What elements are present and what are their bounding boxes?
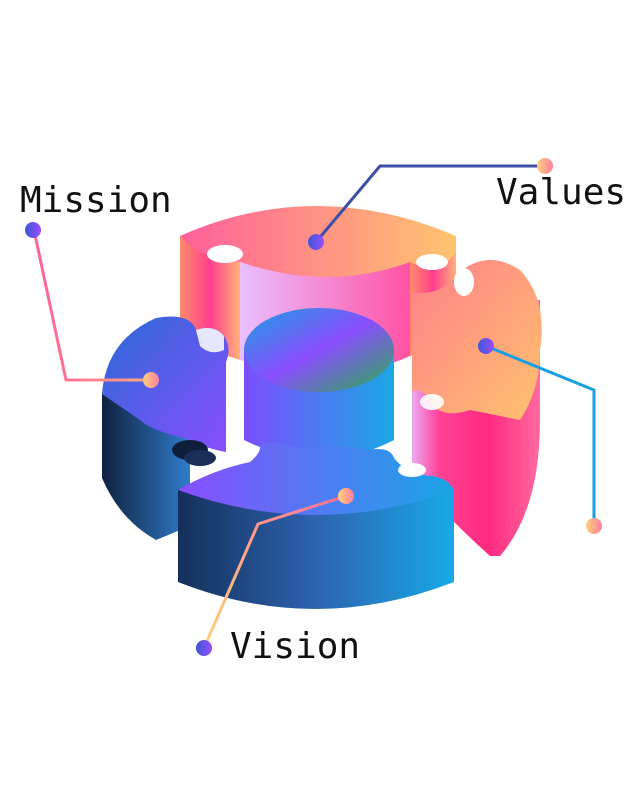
values-label: Values (496, 172, 627, 213)
values-right-leader-line (485, 344, 596, 526)
values-start-dot (308, 234, 324, 250)
vision-front-piece (178, 442, 454, 609)
mission-end-dot (143, 372, 159, 388)
values-end-dot (537, 158, 553, 174)
vision-label: Vision (230, 626, 361, 667)
vision-leader-line (202, 494, 347, 649)
core-cylinder (244, 308, 394, 459)
values-leader-line (314, 164, 544, 243)
mission-start-dot (25, 222, 41, 238)
values-right-end-dot (586, 518, 602, 534)
values-right-start-dot (478, 338, 494, 354)
vision-start-dot (196, 640, 212, 656)
vision-end-dot (338, 488, 354, 504)
mission-label: Mission (20, 180, 172, 221)
mission-leader-line (32, 229, 150, 382)
